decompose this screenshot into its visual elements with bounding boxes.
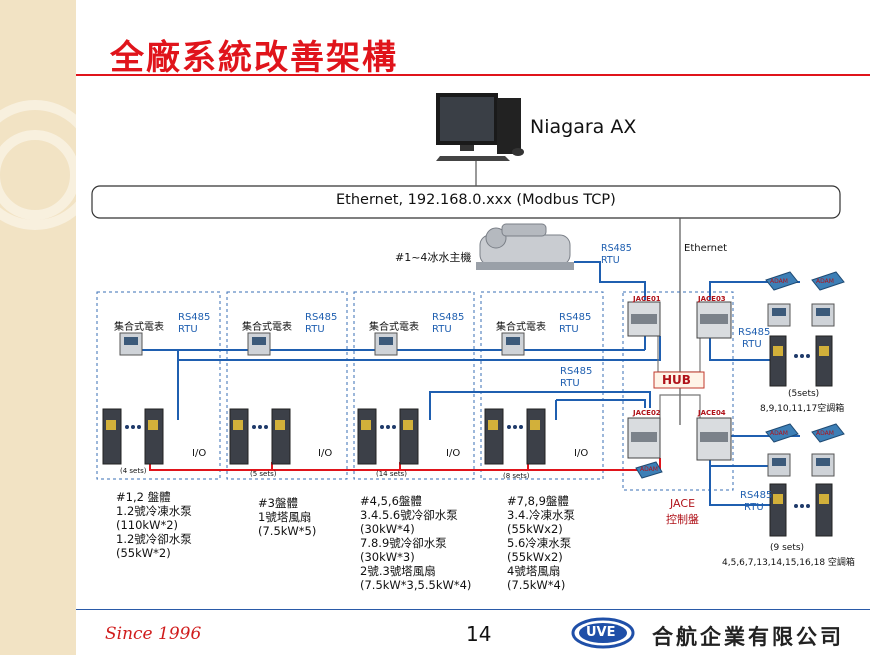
ethernet-bus-label: Ethernet, 192.168.0.xxx (Modbus TCP): [336, 192, 616, 208]
io-label-3: I/O: [446, 448, 461, 459]
jace-panel-label-2: 控制盤: [666, 513, 699, 526]
server-computer-icon: [436, 93, 524, 161]
right-drives-lower: [769, 483, 833, 537]
group-box-3: [353, 291, 475, 480]
sets-right-lower: (9 sets): [770, 543, 805, 553]
protocol-2: RS485: [305, 312, 338, 323]
sets-label-1: (4 sets): [120, 467, 147, 475]
group-box-1: [96, 291, 221, 480]
server-label: Niagara AX: [530, 116, 637, 138]
rtu-right-upper: RTU: [742, 339, 762, 350]
hub-box: [653, 371, 705, 389]
footer-divider: [76, 609, 870, 610]
adam-modules: [635, 271, 845, 479]
jace04-icon: [696, 417, 732, 461]
page-title: 全廠系統改善架構: [110, 38, 398, 78]
chiller-protocol-rtu: RTU: [601, 255, 620, 266]
decorative-ring: [0, 130, 80, 220]
meter-icon-3: [374, 332, 398, 356]
units-right-lower: 4,5,6,7,13,14,15,16,18 空調箱: [722, 558, 855, 568]
jace03-label: JACE03: [698, 295, 726, 303]
sets-label-4: (8 sets): [503, 472, 530, 480]
protocol-rtu-2: RTU: [305, 324, 325, 335]
sets-right-upper: (5sets): [788, 389, 820, 399]
page-number: 14: [466, 622, 492, 646]
jace03-icon: [696, 301, 732, 339]
protocol-rtu-3: RTU: [432, 324, 452, 335]
io-label-2: I/O: [318, 448, 333, 459]
since-label: Since 1996: [105, 624, 202, 644]
jace01-label: JACE01: [633, 295, 661, 303]
meter-label-1: 集合式電表: [114, 322, 164, 333]
protocol-4: RS485: [559, 312, 592, 323]
group-desc-4: #7,8,9盤體 3.4.冷凍水泵 (55kWx2) 5.6冷凍水泵 (55kW…: [507, 494, 575, 592]
chiller-protocol: RS485: [601, 243, 632, 254]
decorative-ring: [0, 100, 100, 230]
meter-label-4: 集合式電表: [496, 322, 546, 333]
jace02-icon: [627, 417, 661, 459]
units-right-upper: 8,9,10,11,17空調箱: [760, 404, 845, 414]
hub-label: HUB: [662, 373, 691, 387]
ethernet-side-label: Ethernet: [684, 243, 728, 254]
sets-label-3: (14 sets): [376, 470, 407, 478]
ethernet-bus: [91, 185, 841, 219]
decorative-left-band: [0, 0, 100, 655]
rs485-right-upper: RS485: [738, 327, 771, 338]
right-drives-upper: [769, 335, 833, 387]
adam-label-1: ADAM: [770, 278, 788, 285]
drive-icons-2: [229, 408, 291, 465]
right-meters-upper: [767, 303, 835, 327]
adam-label-5: ADAM: [640, 466, 658, 473]
group-box-4: [480, 291, 604, 480]
meter-icon-1: [119, 332, 143, 356]
jace-panel-label: JACE: [670, 497, 696, 510]
rs485-mid-label: RS485: [560, 366, 593, 377]
title-underline: [76, 74, 870, 76]
uve-logo: [571, 617, 635, 649]
meter-label-2: 集合式電表: [242, 322, 292, 333]
io-label-4: I/O: [574, 448, 589, 459]
group-box-2: [226, 291, 348, 480]
jace01-icon: [627, 301, 661, 337]
drive-icons-1: [102, 408, 164, 465]
company-name: 合航企業有限公司: [652, 625, 844, 649]
logo-text: UVE: [586, 625, 616, 640]
chiller-icon: [476, 223, 574, 270]
sets-label-2: (5 sets): [250, 470, 277, 478]
meter-icon-4: [501, 332, 525, 356]
right-meters-lower: [767, 453, 835, 477]
io-label-1: I/O: [192, 448, 207, 459]
protocol-rtu-4: RTU: [559, 324, 579, 335]
protocol-1: RS485: [178, 312, 211, 323]
rtu-mid-label: RTU: [560, 378, 580, 389]
protocol-3: RS485: [432, 312, 465, 323]
adam-label-2: ADAM: [816, 278, 834, 285]
group-desc-1: #1,2 盤體 1.2號冷凍水泵 (110kW*2) 1.2號冷卻水泵 (55k…: [116, 490, 192, 560]
adam-label-3: ADAM: [770, 430, 788, 437]
protocol-rtu-1: RTU: [178, 324, 198, 335]
meter-label-3: 集合式電表: [369, 322, 419, 333]
drive-icons-3: [357, 408, 419, 465]
rtu-right-lower: RTU: [744, 502, 764, 513]
meter-icon-2: [247, 332, 271, 356]
group-desc-3: #4,5,6盤體 3.4.5.6號冷卻水泵 (30kW*4) 7.8.9號冷卻水…: [360, 494, 472, 592]
group-desc-2: #3盤體 1號塔風扇 (7.5kW*5): [258, 496, 317, 538]
adam-label-4: ADAM: [816, 430, 834, 437]
rs485-right-lower: RS485: [740, 490, 773, 501]
jace04-label: JACE04: [698, 409, 726, 417]
drive-icons-4: [484, 408, 546, 465]
jace02-label: JACE02: [633, 409, 661, 417]
chiller-label: #1~4冰水主機: [395, 251, 472, 264]
